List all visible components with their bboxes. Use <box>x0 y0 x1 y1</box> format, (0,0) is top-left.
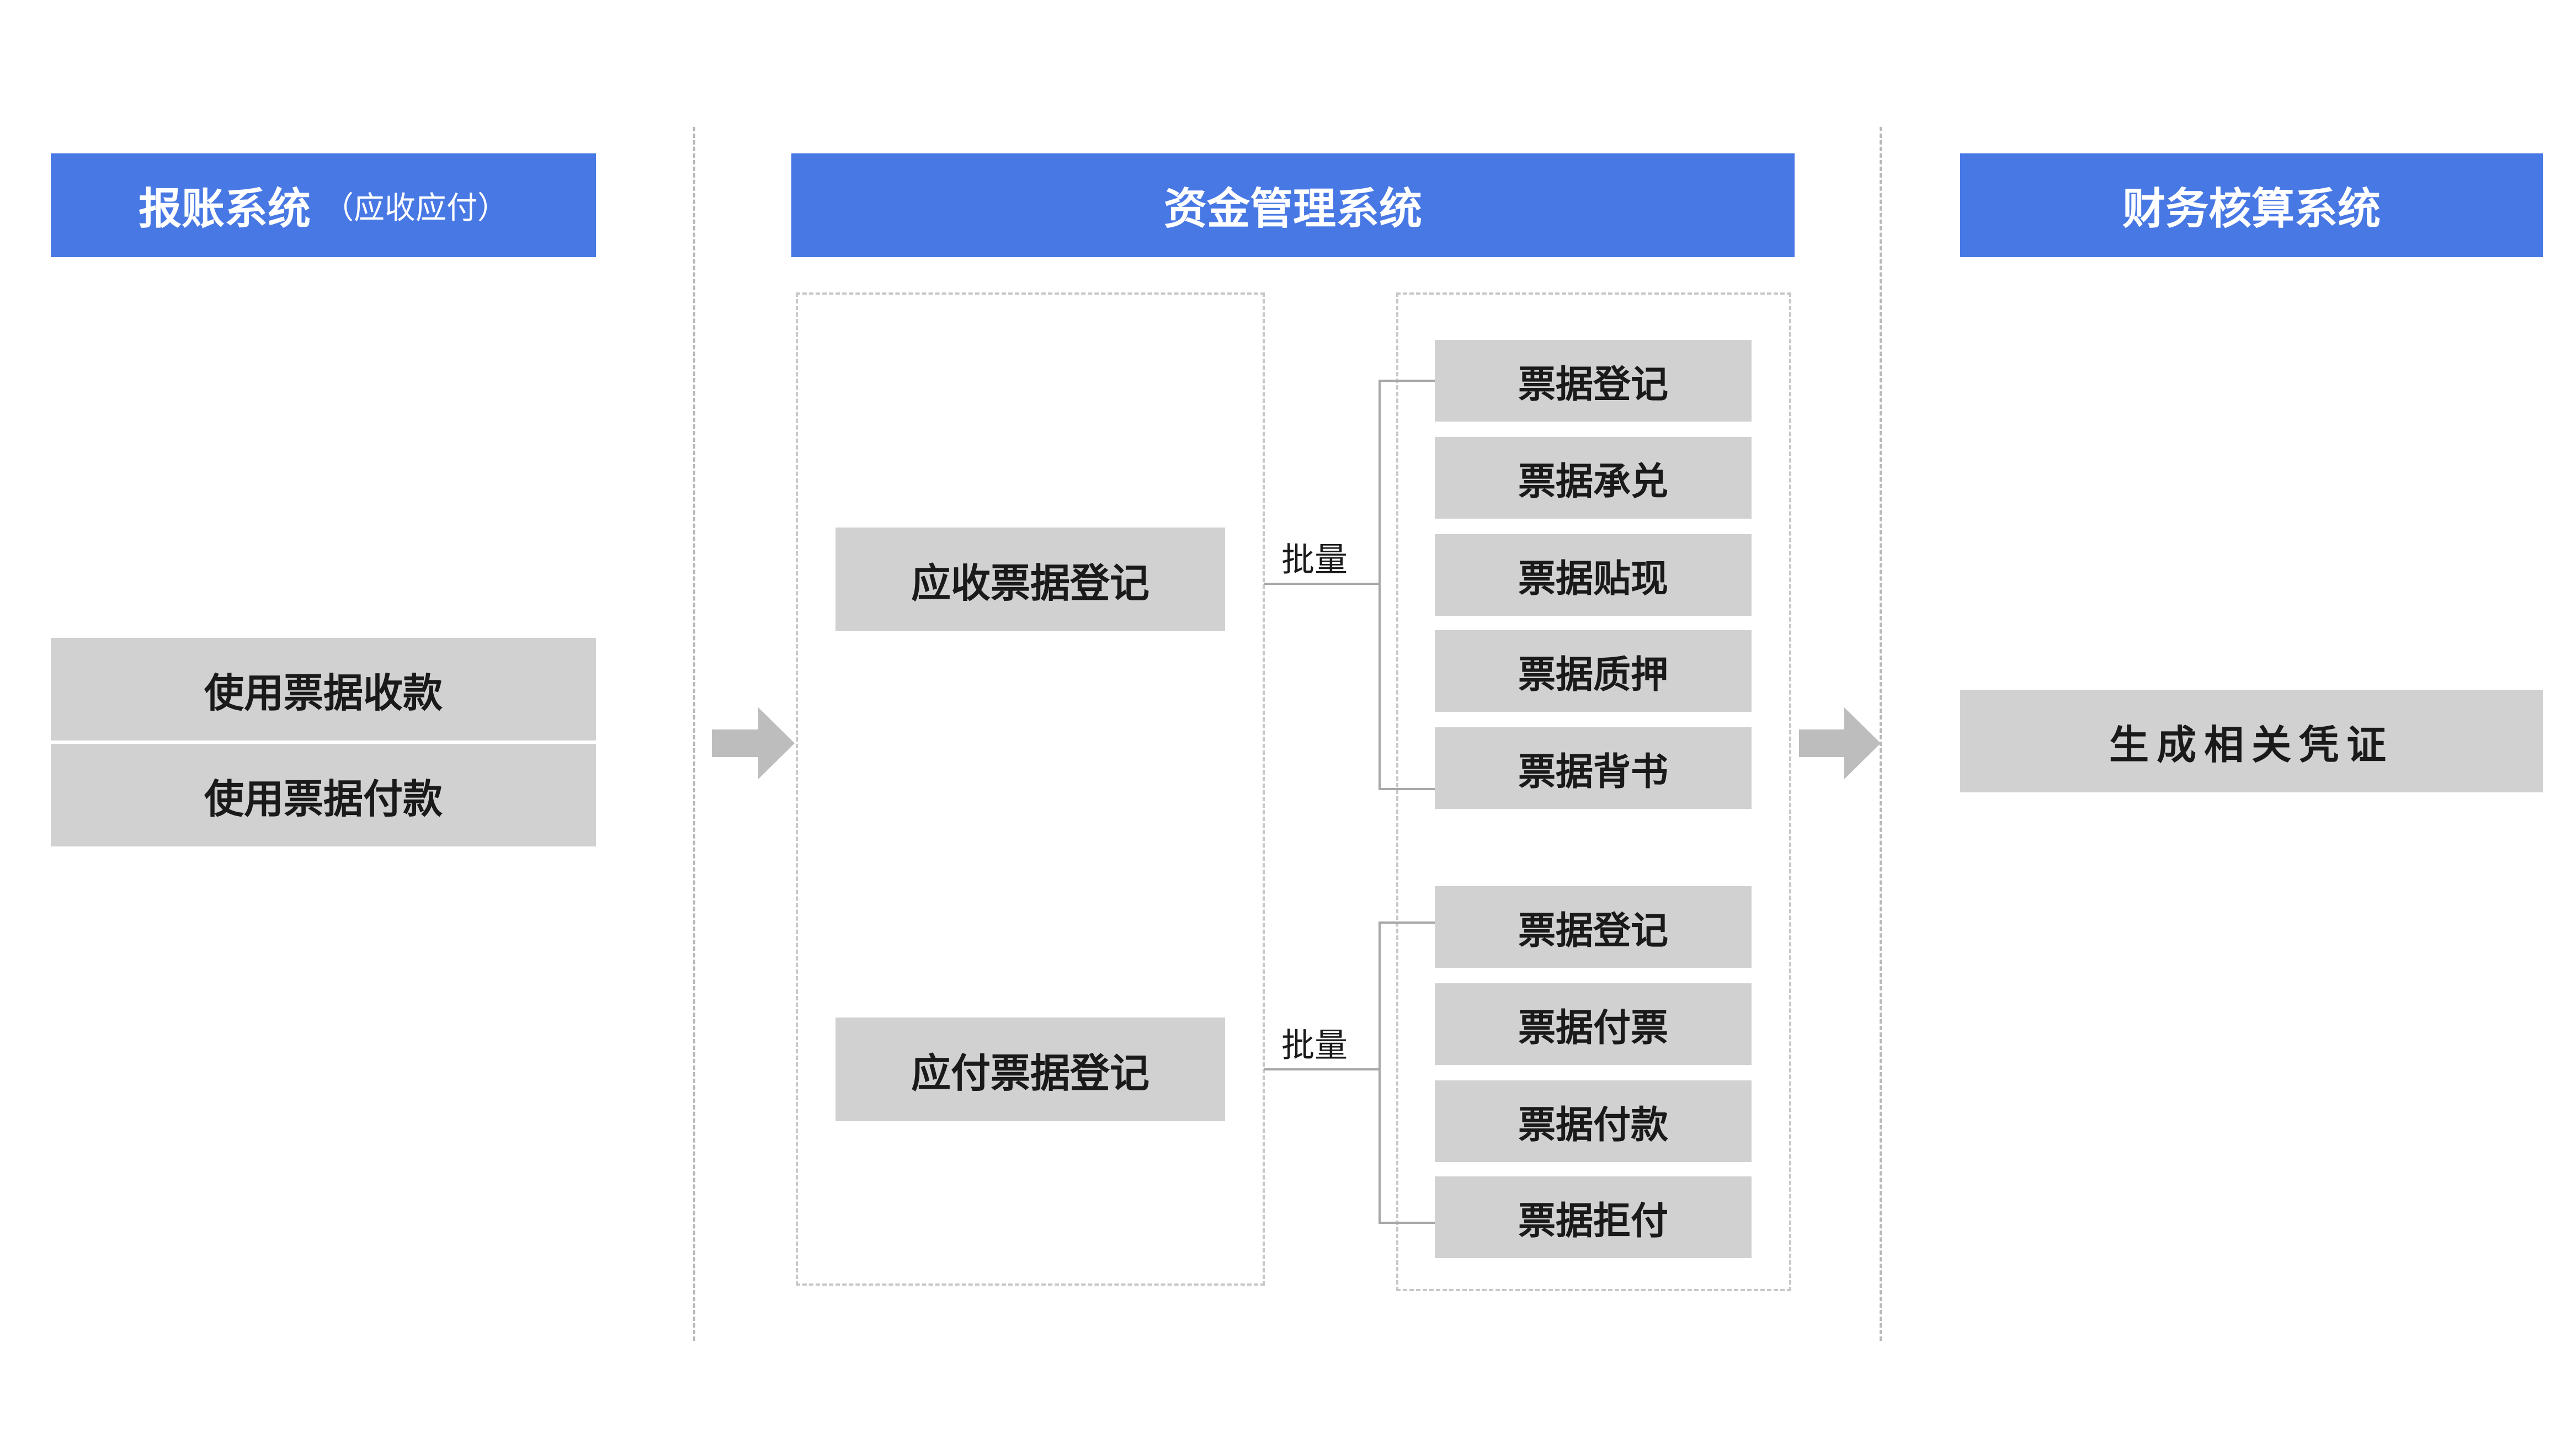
receivable-batch-label: 批量 <box>1281 541 1348 579</box>
divider-right <box>1880 127 1882 1341</box>
receivable-op-register: 票据登记 <box>1435 340 1752 422</box>
receivable-connector-vertical <box>1379 380 1381 790</box>
flow-arrow-icon-left <box>712 707 795 779</box>
reimburse-item-pay: 使用票据付款 <box>51 744 596 846</box>
receivable-op-endorse: 票据背书 <box>1435 727 1752 809</box>
header-funds-system: 资金管理系统 <box>791 153 1795 257</box>
accounting-item-voucher: 生成相关凭证 <box>1960 690 2543 792</box>
divider-left <box>693 127 695 1341</box>
header-accounting-system: 财务核算系统 <box>1960 153 2543 257</box>
receivable-register-box: 应收票据登记 <box>835 528 1225 631</box>
operations-container <box>1396 292 1791 1291</box>
payable-op-refuse: 票据拒付 <box>1435 1176 1752 1258</box>
receivable-op-pledge: 票据质押 <box>1435 630 1752 712</box>
payable-connector-main <box>1264 1068 1381 1070</box>
payable-batch-label: 批量 <box>1281 1026 1348 1065</box>
payable-op-issue: 票据付票 <box>1435 983 1752 1065</box>
payable-op-register: 票据登记 <box>1435 886 1752 968</box>
receivable-connector-main <box>1264 583 1381 585</box>
payable-register-box: 应付票据登记 <box>835 1018 1225 1121</box>
header-accounting-title: 财务核算系统 <box>2122 184 2381 234</box>
header-reimburse-title: 报账系统 <box>138 184 311 234</box>
payable-connector-vertical <box>1379 921 1381 1224</box>
receivable-op-discount: 票据贴现 <box>1435 534 1752 616</box>
receivable-op-accept: 票据承兑 <box>1435 437 1752 519</box>
reimburse-item-collect: 使用票据收款 <box>51 638 596 741</box>
registration-container <box>796 292 1265 1286</box>
header-funds-title: 资金管理系统 <box>1163 184 1422 234</box>
receivable-connector-bottom <box>1379 788 1436 790</box>
header-reimburse-system: 报账系统 （应收应付） <box>51 153 596 257</box>
payable-connector-bottom <box>1379 1222 1436 1224</box>
flow-arrow-icon-right <box>1799 707 1881 779</box>
receivable-connector-top <box>1379 380 1436 382</box>
header-reimburse-subtitle: （应收应付） <box>323 190 508 226</box>
payable-connector-top <box>1379 921 1436 924</box>
payable-op-payment: 票据付款 <box>1435 1080 1752 1162</box>
